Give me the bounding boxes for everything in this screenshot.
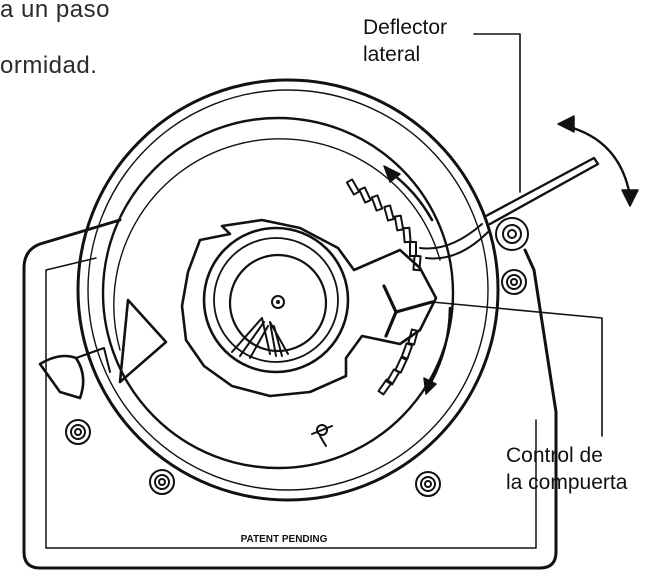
rotation-arrow-lower-head bbox=[423, 377, 437, 395]
bolt-right-upper bbox=[495, 217, 529, 251]
spinner-disc-mid bbox=[213, 237, 339, 363]
thumb-screw bbox=[311, 424, 333, 447]
housing-outline bbox=[22, 218, 558, 570]
cropped-text-line-1: a un paso bbox=[0, 0, 110, 23]
gate-control-leader-line bbox=[431, 301, 603, 437]
cropped-text-line-2: ormidad. bbox=[0, 52, 98, 79]
housing-inner-rim bbox=[45, 257, 537, 549]
spinner-inner-arc bbox=[113, 138, 441, 351]
paddle-ribs-lower bbox=[377, 328, 419, 396]
side-deflector-rod bbox=[484, 156, 600, 226]
paddle-ribs-upper bbox=[345, 178, 422, 272]
spinner-ring bbox=[101, 116, 455, 470]
spinner-disc-outer bbox=[202, 226, 350, 374]
bolt-bottom-left bbox=[149, 469, 175, 495]
rotation-arrow-lower bbox=[428, 306, 452, 386]
deflector-swing-arrow bbox=[564, 124, 632, 198]
bolt-left bbox=[65, 419, 91, 445]
left-baffle bbox=[118, 298, 168, 384]
hopper-chute bbox=[180, 218, 438, 398]
outer-drum-inner-edge bbox=[87, 89, 489, 491]
bolt-bottom-right bbox=[415, 471, 441, 497]
outer-drum bbox=[76, 78, 500, 502]
spinner-hub bbox=[271, 295, 285, 309]
deflector-leader-line bbox=[473, 33, 521, 193]
agitator-blades bbox=[231, 317, 289, 359]
deflector-callout-label: Deflector lateral bbox=[363, 16, 448, 66]
spinner-disc-inner bbox=[228, 253, 328, 353]
patent-pending-stamp: PATENT PENDING bbox=[241, 534, 328, 545]
bolt-right-lower bbox=[501, 269, 527, 295]
gate-control-handle bbox=[382, 284, 434, 338]
rotation-arrow-upper-head bbox=[383, 165, 401, 183]
